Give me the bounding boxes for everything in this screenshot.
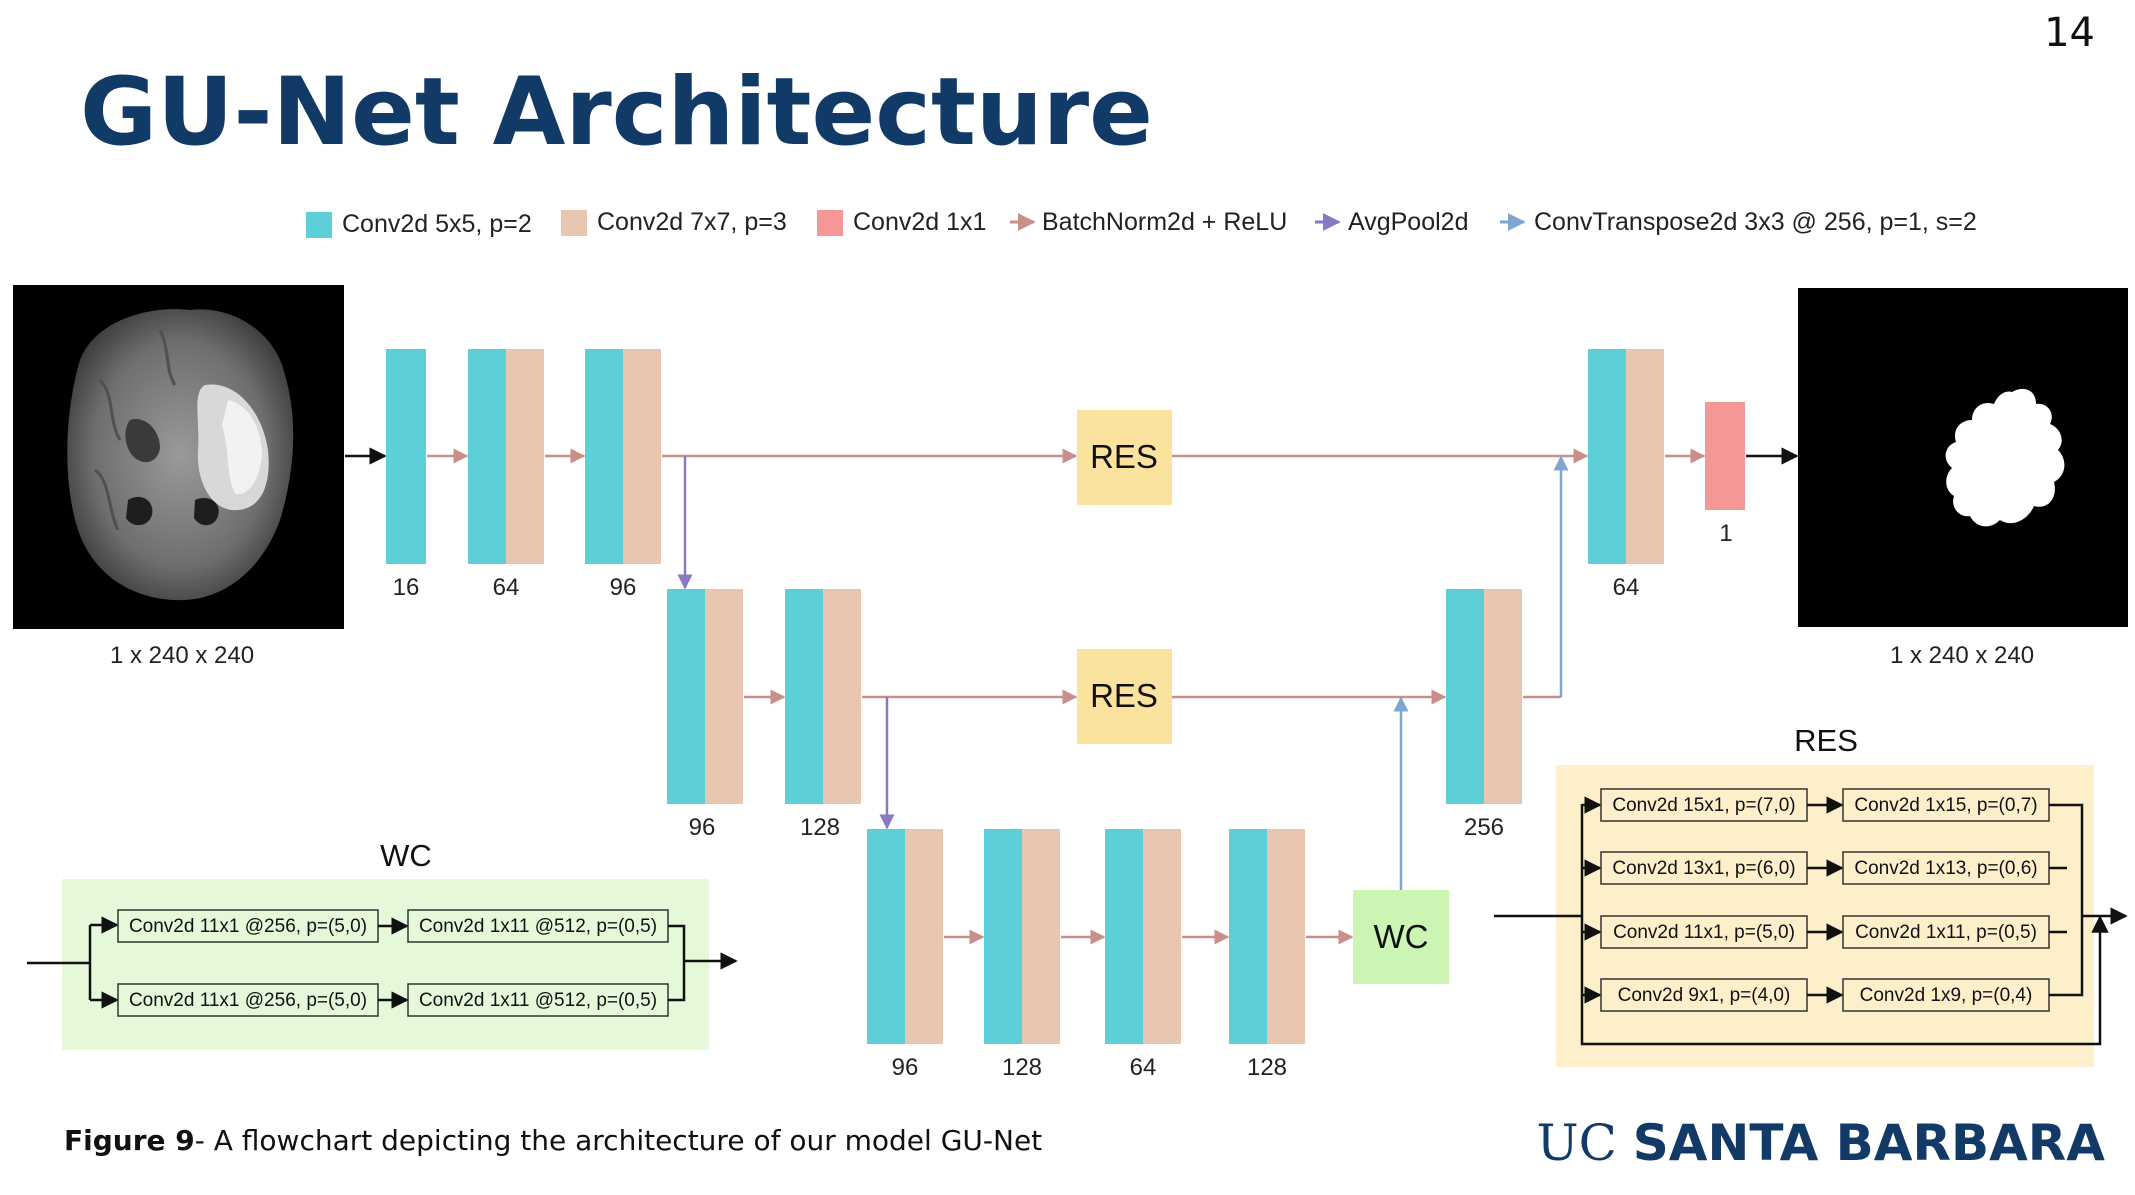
channel-label: 128 [800,814,840,841]
wc-conv-label: Conv2d 11x1 @256, p=(5,0) [129,990,367,1011]
input-dims-label: 1 x 240 x 240 [110,642,254,669]
res-block-label: RES [1090,438,1158,475]
conv5-block [1229,829,1267,1044]
channel-label: 1 [1719,520,1732,547]
res-conv-label: Conv2d 15x1, p=(7,0) [1612,795,1795,816]
conv5-block [468,349,506,564]
conv7-block [1484,589,1522,804]
conv7-block [1626,349,1664,564]
conv7-block [823,589,861,804]
legend-label-bn: BatchNorm2d + ReLU [1042,208,1287,236]
ucsb-logo: UC SANTA BARBARA [1536,1114,2105,1172]
channel-label: 64 [1613,574,1640,601]
res-detail-title: RES [1794,723,1858,758]
wc-block [1353,890,1449,984]
channel-label: 96 [610,574,637,601]
channel-label: 64 [493,574,520,601]
conv5-block [1105,829,1143,1044]
conv5-block [984,829,1022,1044]
legend-swatch-conv5 [306,212,332,238]
conv7-block [905,829,943,1044]
logo-santa-barbara: SANTA BARBARA [1632,1114,2105,1172]
wc-conv-label: Conv2d 1x11 @512, p=(0,5) [419,916,657,937]
res-conv-label: Conv2d 1x9, p=(0,4) [1860,985,2033,1006]
wc-conv-label: Conv2d 11x1 @256, p=(5,0) [129,916,367,937]
page-title: GU-Net Architecture [80,58,1153,167]
res-detail-panel: RES Conv2d 15x1, p=(7,0) Conv2d 1x15, p=… [1494,723,2128,1067]
res-conv-label: Conv2d 1x13, p=(0,6) [1854,858,2037,879]
encoder-level-1 [386,349,661,564]
conv5-block [867,829,905,1044]
channel-label: 128 [1247,1054,1287,1081]
conv1-block [1705,402,1745,510]
channel-label: 64 [1130,1054,1157,1081]
conv5-block [386,349,426,564]
page-number: 14 [2044,10,2095,56]
conv7-block [506,349,544,564]
legend-swatch-conv7 [561,210,587,236]
convtranspose-arrows [1393,455,1569,890]
figure-caption-text: - A flowchart depicting the architecture… [194,1124,1043,1157]
decoder-level-2 [1446,589,1522,804]
conv5-block [1588,349,1626,564]
legend: Conv2d 5x5, p=2 Conv2d 7x7, p=3 Conv2d 1… [306,208,1977,238]
figure-caption: Figure 9- A flowchart depicting the arch… [64,1124,1042,1157]
decoder-level-1 [1588,349,1745,564]
wc-detail-panel: WC Conv2d 11x1 @256, p=(5,0) Conv2d 1x11… [27,838,738,1050]
conv7-block [1267,829,1305,1044]
input-mri-image [13,285,344,629]
output-dims-label: 1 x 240 x 240 [1890,642,2034,669]
bottleneck-level [867,829,1305,1044]
conv7-block [623,349,661,564]
res-block [1077,410,1172,505]
res-block-label: RES [1090,677,1158,714]
encoder-level-2 [667,589,861,804]
conv5-block [667,589,705,804]
avgpool-arrows [677,456,895,830]
res-conv-label: Conv2d 9x1, p=(4,0) [1618,985,1791,1006]
res-block [1077,649,1172,744]
channel-label: 128 [1002,1054,1042,1081]
channel-label: 256 [1464,814,1504,841]
res-conv-label: Conv2d 11x1, p=(5,0) [1613,922,1795,943]
legend-swatch-conv1 [817,210,843,236]
channel-label: 96 [689,814,716,841]
conv7-block [1022,829,1060,1044]
legend-label-conv1: Conv2d 1x1 [853,208,986,236]
logo-uc: UC [1536,1114,1617,1172]
figure-caption-label: Figure 9 [64,1124,195,1157]
conv7-block [705,589,743,804]
res-conv-label: Conv2d 13x1, p=(6,0) [1612,858,1795,879]
conv5-block [785,589,823,804]
conv7-block [1143,829,1181,1044]
conv5-block [1446,589,1484,804]
legend-label-pool: AvgPool2d [1348,208,1468,236]
legend-label-conv5: Conv2d 5x5, p=2 [342,210,532,238]
wc-block-label: WC [1374,918,1429,955]
channel-label: 16 [393,574,420,601]
conv5-block [585,349,623,564]
legend-label-tconv: ConvTranspose2d 3x3 @ 256, p=1, s=2 [1534,208,1977,236]
legend-label-conv7: Conv2d 7x7, p=3 [597,208,787,236]
res-conv-label: Conv2d 1x15, p=(0,7) [1854,795,2037,816]
wc-panel-bg [62,879,709,1050]
output-mask-image [1798,288,2128,627]
channel-label: 96 [892,1054,919,1081]
wc-conv-label: Conv2d 1x11 @512, p=(0,5) [419,990,657,1011]
res-conv-label: Conv2d 1x11, p=(0,5) [1855,922,2037,943]
wc-detail-title: WC [380,838,432,873]
